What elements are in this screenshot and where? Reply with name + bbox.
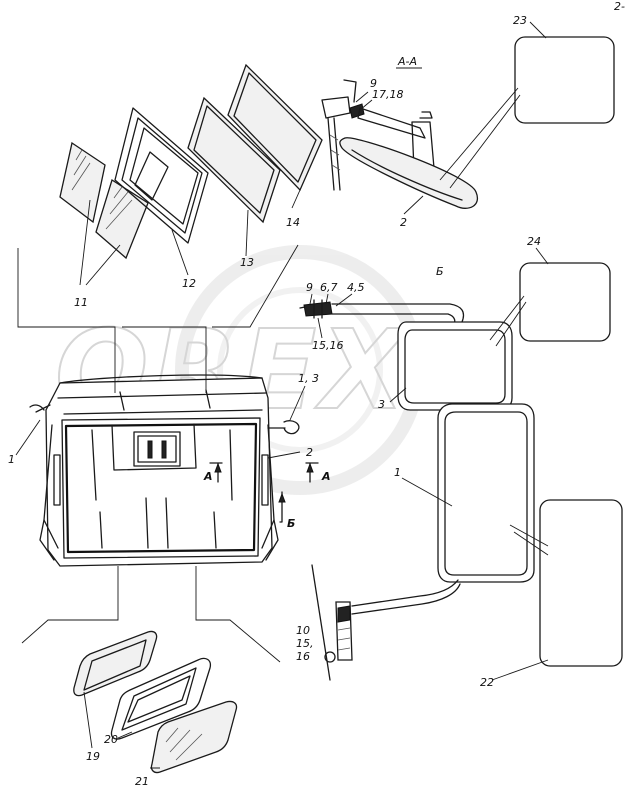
glass-11-pair — [59, 141, 149, 260]
section-marker-a-right — [305, 462, 319, 483]
label-22: 22 — [480, 676, 494, 689]
cab-body — [39, 374, 279, 567]
label-12: 12 — [182, 277, 196, 290]
label-21: 21 — [135, 775, 149, 788]
mirror-1-arm — [311, 564, 461, 681]
corner-mark: 2- — [614, 0, 625, 13]
frame-20 — [110, 657, 212, 740]
mirror-bracket-a-a — [321, 79, 435, 191]
label-10: 10 — [296, 624, 310, 637]
right-mirror-stub — [267, 420, 300, 435]
glass-13 — [187, 96, 281, 224]
mirror-glass-24 — [519, 262, 611, 342]
section-marker-b — [278, 491, 286, 523]
label-15-16-b: 15,16 — [312, 339, 344, 352]
section-marker-a-left — [209, 462, 223, 483]
marker-b: Б — [287, 517, 295, 530]
section-a-a-title: А-А — [397, 55, 417, 68]
mirror-glass-23 — [514, 36, 615, 124]
frame-12 — [114, 107, 209, 244]
label-16: 16 — [296, 650, 310, 663]
leaders-cab-bottom — [21, 566, 281, 663]
glass-21 — [150, 700, 238, 774]
label-24: 24 — [527, 235, 541, 248]
label-13: 13 — [240, 256, 254, 269]
left-mirror-stub — [29, 404, 51, 413]
label-11: 11 — [74, 296, 88, 309]
mirror-2-head — [339, 137, 479, 209]
section-b-title: Б — [436, 265, 444, 278]
label-1-left: 1 — [8, 453, 15, 466]
label-9-top: 9 — [370, 77, 377, 90]
label-4-5: 4,5 — [347, 281, 365, 294]
label-2-top: 2 — [400, 216, 407, 229]
label-6-7: 6,7 — [320, 281, 338, 294]
mirror-3 — [397, 321, 513, 411]
label-3: 3 — [378, 398, 385, 411]
label-2-cab: 2 — [306, 446, 313, 459]
leaders-cab-top — [17, 244, 299, 393]
label-1-mirror: 1 — [394, 466, 401, 479]
label-1-3: 1, 3 — [298, 372, 319, 385]
marker-a-left: А — [203, 470, 213, 483]
label-9-b: 9 — [306, 281, 313, 294]
label-15: 15, — [296, 637, 314, 650]
label-19: 19 — [86, 750, 100, 763]
marker-a-right: А — [321, 470, 331, 483]
label-17-18: 17,18 — [372, 88, 404, 101]
mirror-1 — [437, 403, 535, 583]
leaders-top-left — [79, 189, 301, 286]
label-14: 14 — [286, 216, 300, 229]
glass-19 — [73, 630, 158, 697]
mirror-glass-22 — [539, 499, 623, 667]
label-23: 23 — [513, 14, 527, 27]
label-20: 20 — [104, 733, 118, 746]
